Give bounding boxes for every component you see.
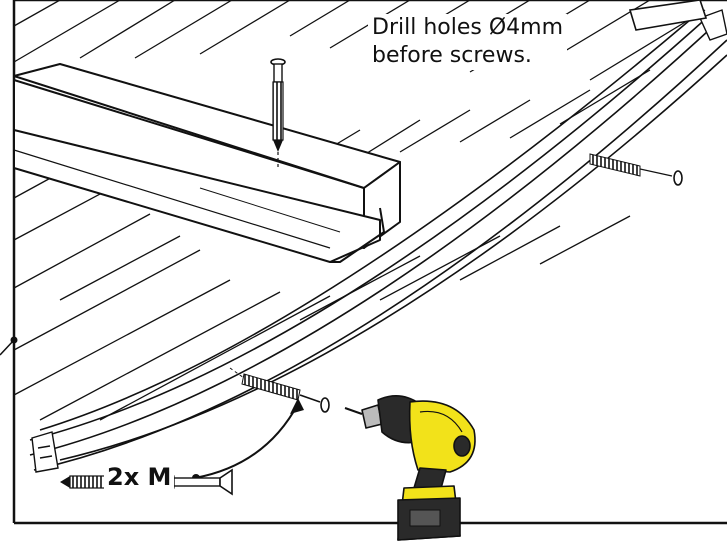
instruction-line-2: before screws. xyxy=(372,43,532,68)
cordless-drill-icon xyxy=(344,395,476,541)
rail-end-cut xyxy=(31,9,727,473)
top-block xyxy=(628,0,708,31)
quantity-label: 2x M xyxy=(104,462,175,492)
instruction-line-1: Drill holes Ø4mm xyxy=(372,15,563,40)
callout-line xyxy=(0,336,18,356)
arch-rail xyxy=(29,14,727,471)
timber-beam xyxy=(13,63,401,263)
screw-right xyxy=(589,153,683,186)
screw-vertical xyxy=(270,58,286,170)
screw-lower xyxy=(229,367,330,413)
drill-instruction-note: Drill holes Ø4mm before screws. xyxy=(368,14,567,70)
